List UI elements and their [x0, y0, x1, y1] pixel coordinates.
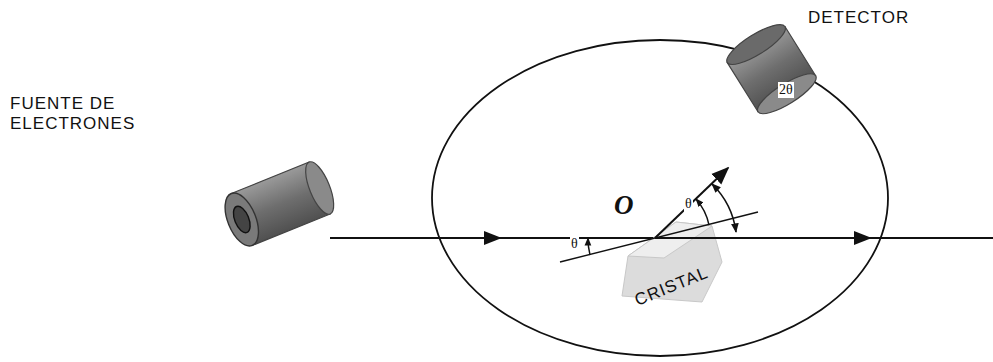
angle-arc	[696, 199, 709, 225]
angle-label: 2θ	[778, 82, 794, 98]
goniometer-circle	[432, 40, 888, 356]
transmitted-beam	[655, 237, 870, 239]
crystal-plane	[560, 212, 758, 262]
source-label: FUENTE DE ELECTRONES	[10, 94, 200, 133]
origin-label: O	[614, 190, 634, 221]
incident-beam	[330, 237, 500, 239]
angle-label: θ	[684, 196, 693, 212]
angle-arc	[712, 184, 736, 232]
electron-source	[218, 158, 339, 250]
detector	[722, 18, 821, 120]
detector-label: DETECTOR	[808, 8, 909, 28]
scattered-beam	[655, 168, 728, 238]
transmitted-beam	[865, 237, 993, 239]
angle-label: θ	[570, 236, 579, 252]
angle-arc	[588, 238, 590, 255]
